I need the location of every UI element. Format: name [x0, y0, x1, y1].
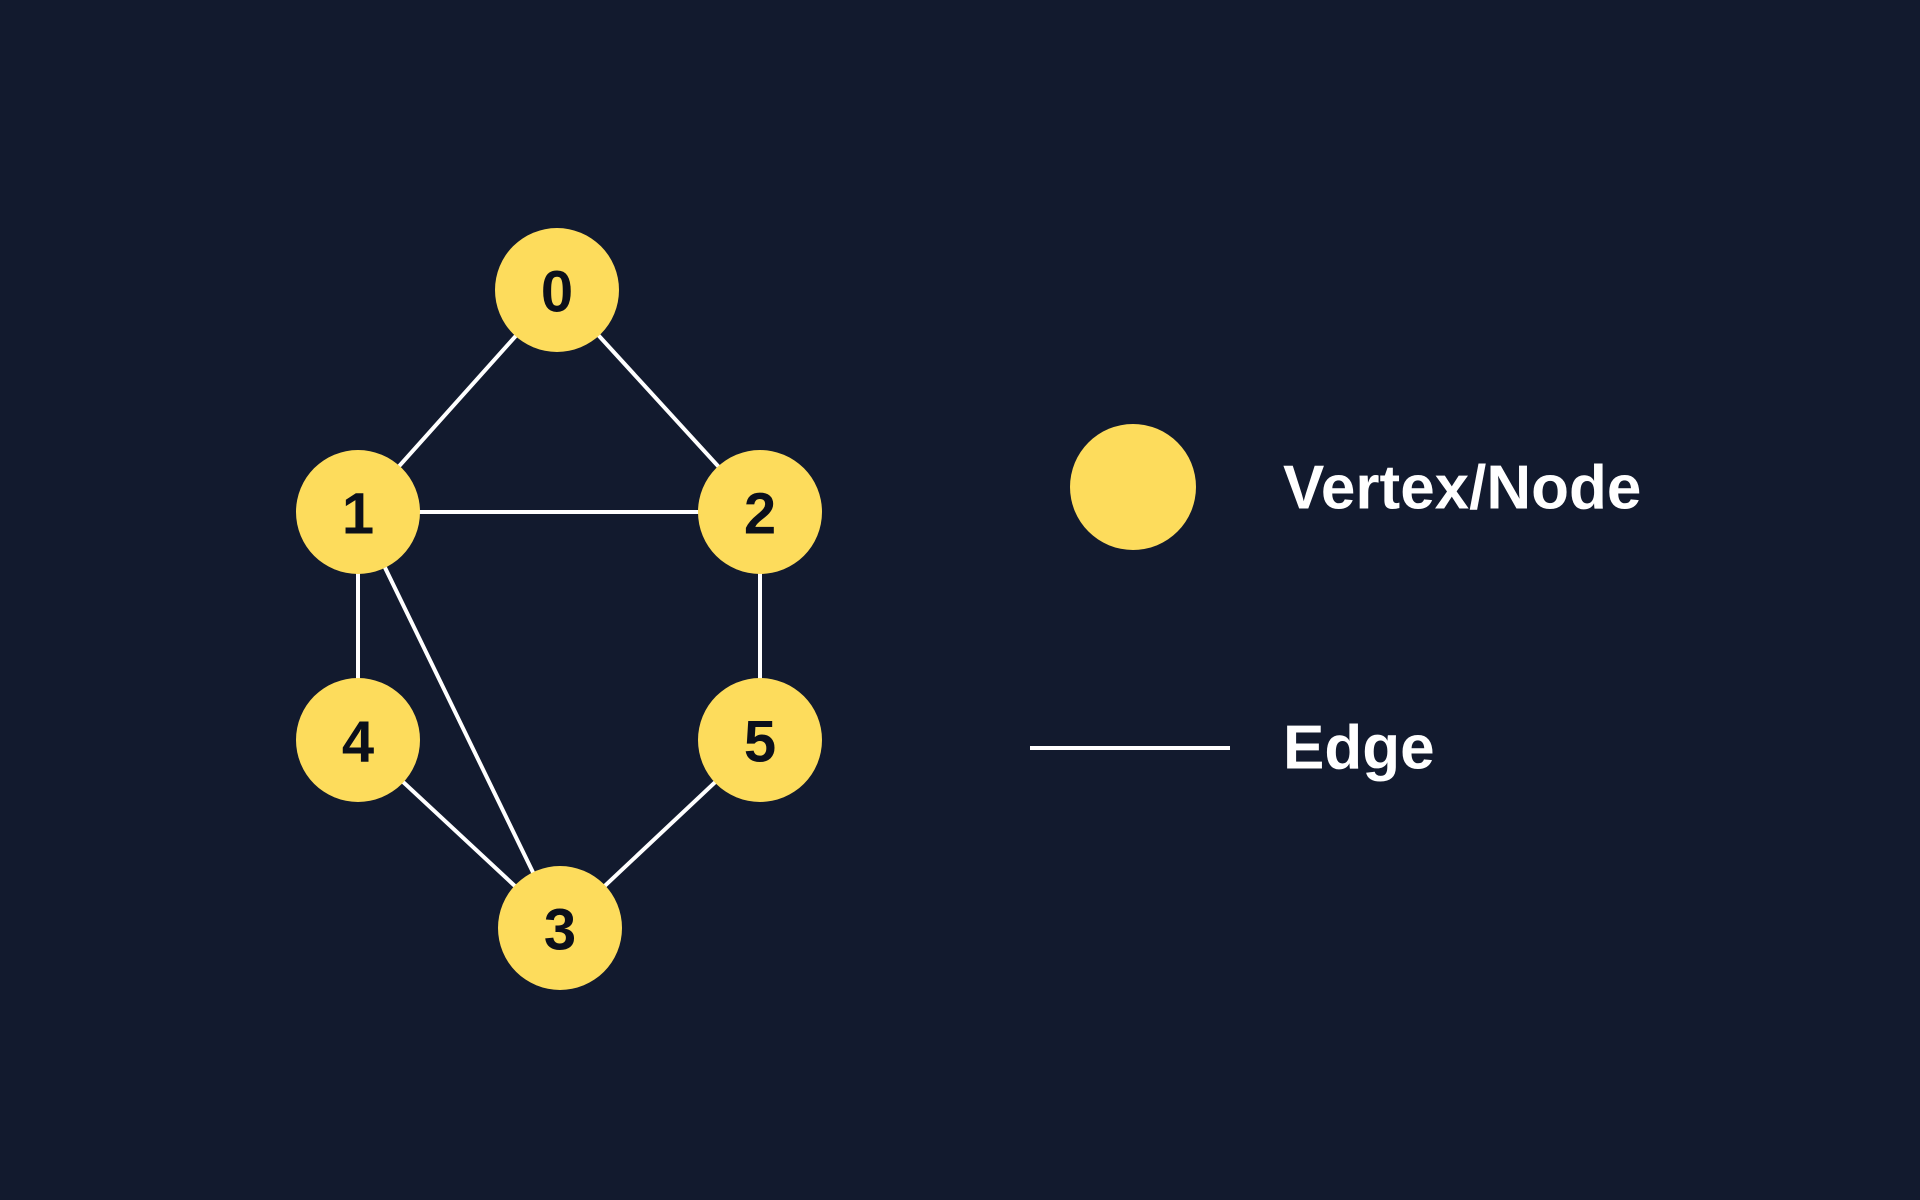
node-circle-5[interactable]	[698, 678, 822, 802]
node-label-4: 4	[342, 710, 374, 775]
node-label-1: 1	[342, 482, 374, 547]
nodes-layer: 0 1 2 3 4 5	[296, 228, 822, 990]
node-circle-1[interactable]	[296, 450, 420, 574]
graph-node-4[interactable]: 4	[296, 678, 420, 802]
node-label-2: 2	[744, 482, 776, 547]
graph-node-3[interactable]: 3	[498, 866, 622, 990]
node-circle-4[interactable]	[296, 678, 420, 802]
legend-item-vertex-node: Vertex/Node	[1070, 424, 1641, 550]
legend-vertex-swatch-icon	[1070, 424, 1196, 550]
graph-edge-1-3[interactable]	[356, 510, 562, 930]
node-circle-2[interactable]	[698, 450, 822, 574]
graph-node-1[interactable]: 1	[296, 450, 420, 574]
node-circle-3[interactable]	[498, 866, 622, 990]
node-label-0: 0	[541, 260, 573, 325]
legend-label-edge: Edge	[1283, 714, 1435, 783]
graph-node-5[interactable]: 5	[698, 678, 822, 802]
node-label-3: 3	[544, 898, 576, 963]
graph-node-2[interactable]: 2	[698, 450, 822, 574]
legend-item-edge: Edge	[1030, 714, 1435, 783]
node-label-5: 5	[744, 710, 776, 775]
legend-label-vertex-node: Vertex/Node	[1283, 454, 1641, 523]
graph-node-0[interactable]: 0	[495, 228, 619, 352]
node-circle-0[interactable]	[495, 228, 619, 352]
